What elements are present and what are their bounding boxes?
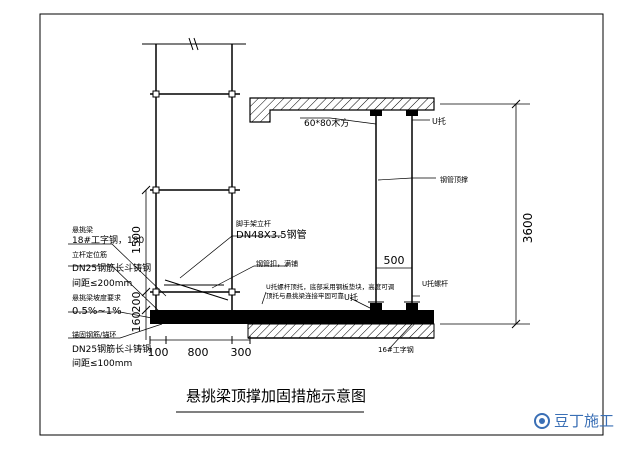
- prop-support-note-2: 顶托与悬挑梁连接牢固可靠: [266, 291, 345, 300]
- anchor-ring-note: 锚固钢筋/锚环: [72, 330, 116, 339]
- anchor-ring-spec: DN25钢筋长斗铸钢: [72, 343, 151, 355]
- slope-value: 0.5%~1%: [72, 306, 122, 317]
- scaffold-ledgers: [150, 90, 240, 296]
- prop-support-note-1: U托螺杆顶托，底部采用钢板垫块，高度可调: [266, 282, 394, 291]
- dim-1500-text: 1500: [130, 226, 143, 254]
- upper-slab: [249, 97, 435, 123]
- break-symbol: [188, 37, 199, 51]
- dim-300-text: 300: [231, 346, 252, 359]
- diagonal-brace: [164, 279, 229, 301]
- dim-500-text: 500: [384, 254, 405, 267]
- watermark-text: 豆丁施工: [553, 412, 614, 430]
- leaders-left: [68, 117, 436, 349]
- dimension-left: 1500 200 160: [130, 185, 151, 340]
- steel-pipe-spec: DN48X3.5钢管: [236, 228, 307, 241]
- timber-spec: 60*80木方: [304, 117, 349, 129]
- dimension-bottom: 100 800 300: [148, 336, 252, 359]
- anchor-ring-spacing: 间距≤100mm: [72, 357, 132, 369]
- drawing-frame: [39, 13, 604, 436]
- dim-200-text: 200: [130, 292, 143, 313]
- dim-3600-text: 3600: [521, 213, 535, 244]
- steel-pipe-note: 脚手架立杆: [236, 219, 271, 228]
- wechat-icon: [533, 412, 550, 429]
- anchor-note: 立杆定位筋: [72, 250, 107, 259]
- dim-160-text: 160: [130, 312, 143, 333]
- cantilever-beam: [150, 310, 434, 324]
- u-bottom-a: U托: [344, 292, 358, 302]
- beam-spec: 18#工字钢，180: [72, 234, 144, 246]
- beam-note: 悬挑梁: [72, 225, 93, 234]
- prop-note: 钢管顶撑: [440, 175, 468, 184]
- u-top-a: U托: [432, 116, 446, 126]
- anchor-spec: DN25钢筋长斗铸钢: [72, 262, 151, 274]
- dimension-500: 500: [376, 254, 412, 269]
- dim-100-text: 100: [148, 346, 169, 359]
- slope-note: 悬挑梁坡度要求: [72, 293, 121, 302]
- anchor-spacing: 间距≤200mm: [72, 277, 132, 289]
- diagram-title: 悬挑梁顶撑加固措施示意图: [186, 387, 366, 405]
- watermark: 豆丁施工: [533, 410, 614, 431]
- dim-800-text: 800: [188, 346, 209, 359]
- dimension-3600: 3600: [440, 99, 535, 329]
- u-bottom-b: U托螺杆: [422, 279, 448, 288]
- channel-note: 16#工字钢: [378, 345, 414, 354]
- floor-slab: [247, 323, 435, 339]
- fastener-note: 钢管扣，满铺: [256, 259, 298, 268]
- steel-props: [368, 110, 420, 310]
